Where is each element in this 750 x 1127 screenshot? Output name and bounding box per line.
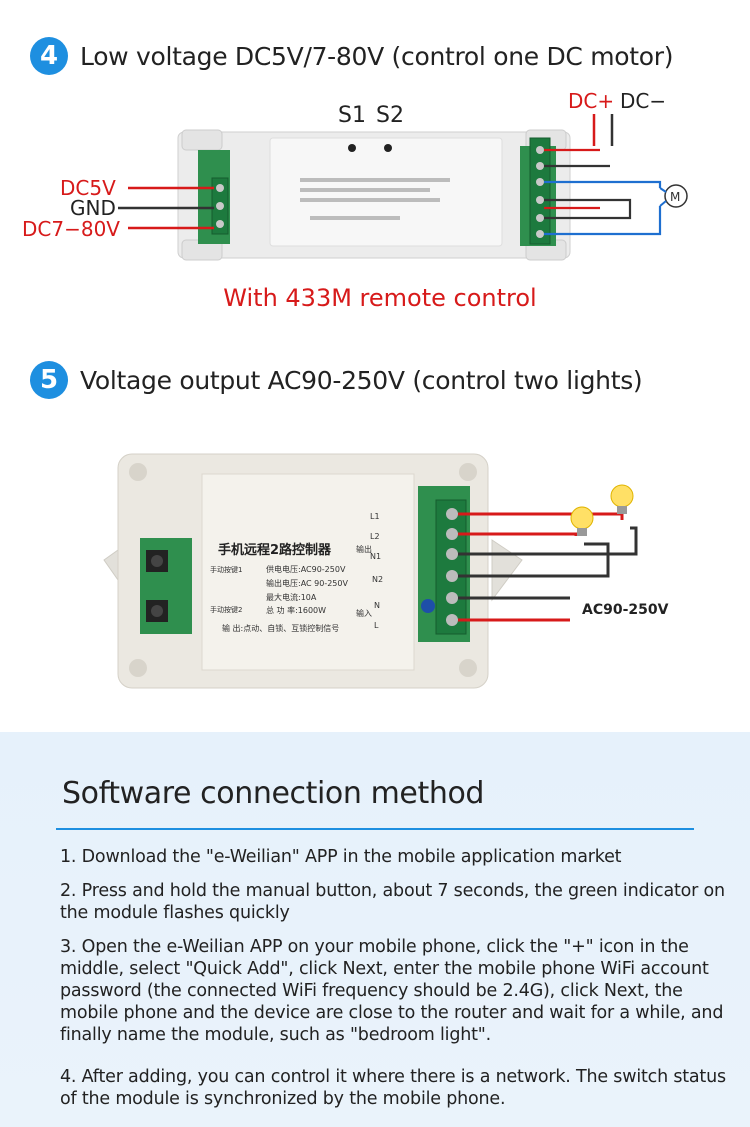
ac-lights-wiring-diagram: 手机远程2路控制器 手动按键1 手动按键2 供电电压:AC90-250V 输出电…	[103, 453, 669, 689]
terminal-screw	[216, 220, 224, 228]
terminal-screw	[536, 230, 544, 238]
spec-output-modes: 输 出:点动、自锁、互锁控制信号	[222, 623, 339, 633]
spec-total-power: 总 功 率:1600W	[266, 605, 326, 615]
side-label-output: 输出	[356, 544, 372, 554]
output-wire	[544, 206, 662, 236]
wire-lamp1-neutral	[584, 542, 610, 554]
terminal-label-n1: N1	[370, 552, 381, 561]
section-5-number-badge: 5	[30, 361, 68, 399]
wire-n1-n2	[458, 552, 610, 578]
manual-label-1: 手动按键1	[210, 565, 242, 574]
case-screw-hole	[459, 463, 477, 481]
section-4-number-badge: 4	[30, 37, 68, 75]
manual-label-2: 手动按键2	[210, 605, 242, 614]
manual-button-2-cap	[151, 605, 163, 617]
section-5-title: Voltage output AC90-250V (control two li…	[80, 365, 643, 395]
terminal-label-l1: L1	[370, 512, 380, 521]
step-3: 3. Open the e-Weilian APP on your mobile…	[60, 937, 724, 1045]
motor-icon	[664, 184, 688, 208]
steps-list: 1. Download the "e-Weilian" APP in the m…	[60, 846, 730, 1110]
software-connection-section: Software connection method 1. Download t…	[0, 732, 750, 1127]
case-screw-hole	[129, 659, 147, 677]
motor-symbol: M	[670, 190, 680, 204]
terminal-screw	[536, 178, 544, 186]
step-4: 4. After adding, you can control it wher…	[60, 1067, 726, 1109]
ac-input-label: AC90-250V	[582, 602, 669, 618]
terminal-screw	[536, 146, 544, 154]
terminal-screw	[446, 508, 458, 520]
terminal-label-l2: L2	[370, 532, 380, 541]
motor-lead	[659, 187, 667, 193]
s1-label: S1	[338, 103, 366, 128]
module-text-line	[300, 178, 450, 182]
s1-button	[348, 144, 356, 152]
module-text-line	[310, 216, 400, 220]
output-wire	[544, 180, 662, 188]
terminal-screw	[446, 570, 458, 582]
terminal-screw	[446, 592, 458, 604]
software-section-title: Software connection method	[62, 776, 485, 811]
case-screw-hole	[129, 463, 147, 481]
gnd-label: GND	[70, 196, 116, 220]
module-text-line	[300, 188, 430, 192]
terminal-screw	[536, 214, 544, 222]
wire-lamp2-neutral	[608, 526, 638, 556]
spec-supply-voltage: 供电电压:AC90-250V	[266, 564, 346, 574]
manual-button-1-cap	[151, 555, 163, 567]
mount-ear-right	[491, 539, 523, 602]
mount-tab	[181, 129, 223, 151]
terminal-block	[435, 499, 467, 635]
light-bulb-icon	[570, 506, 594, 536]
motor-lead	[659, 200, 667, 207]
wire-l2	[458, 532, 578, 536]
terminal-screw	[536, 196, 544, 204]
dc7-80v-label: DC7−80V	[22, 217, 120, 241]
section-4-title: Low voltage DC5V/7-80V (control one DC m…	[80, 41, 674, 71]
terminal-label-l: L	[374, 621, 379, 630]
terminal-screw	[446, 528, 458, 540]
spec-max-current: 最大电流:10A	[266, 592, 317, 602]
section-4-heading: 4 Low voltage DC5V/7-80V (control one DC…	[30, 37, 674, 75]
module-title: 手机远程2路控制器	[218, 542, 332, 558]
terminal-screw	[446, 548, 458, 560]
s2-label: S2	[376, 103, 404, 128]
terminal-screw	[216, 184, 224, 192]
light-bulb-icon	[610, 484, 634, 514]
module-label-panel	[201, 473, 415, 671]
s2-button	[384, 144, 392, 152]
title-divider	[56, 828, 694, 830]
terminal-label-n: N	[374, 601, 380, 610]
module-text-line	[300, 198, 440, 202]
terminal-label-n2: N2	[372, 575, 383, 584]
terminal-screw	[216, 202, 224, 210]
dc-plus-label: DC+	[568, 90, 614, 113]
side-label-input: 输入	[356, 608, 372, 618]
step-1: 1. Download the "e-Weilian" APP in the m…	[60, 847, 622, 867]
case-screw-hole	[459, 659, 477, 677]
section-5-heading: 5 Voltage output AC90-250V (control two …	[30, 361, 643, 399]
dc5v-label: DC5V	[60, 176, 116, 200]
capacitor	[421, 599, 435, 613]
dc-minus-label: DC−	[620, 90, 666, 113]
output-wire	[544, 198, 632, 220]
terminal-screw	[536, 162, 544, 170]
step-2: 2. Press and hold the manual button, abo…	[60, 881, 725, 923]
remote-control-note: With 433M remote control	[223, 284, 537, 312]
terminal-screw	[446, 614, 458, 626]
spec-output-voltage: 输出电压:AC 90-250V	[266, 578, 348, 588]
dc-motor-wiring-diagram: S1 S2 DC5V GND DC7−80V DC+ DC− M	[22, 90, 688, 261]
